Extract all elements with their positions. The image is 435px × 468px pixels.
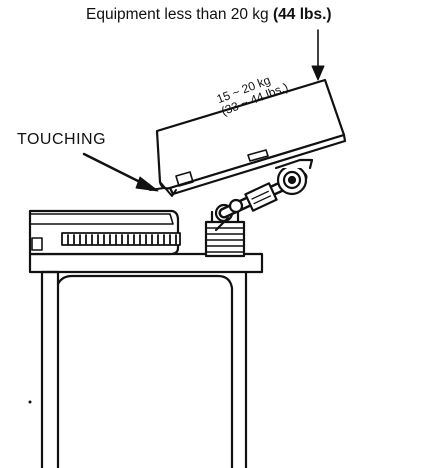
equipment-weight-label: Equipment less than 20 kg (44 lbs.) bbox=[86, 6, 332, 24]
support-arm bbox=[214, 158, 314, 232]
vent-slots bbox=[61, 232, 181, 246]
base-equipment bbox=[28, 209, 181, 256]
touching-label: TOUCHING bbox=[17, 131, 107, 148]
arrow-equipment bbox=[311, 29, 325, 81]
arrow-touching bbox=[82, 152, 159, 192]
tilted-equipment bbox=[149, 78, 347, 197]
stand bbox=[28, 252, 264, 468]
equipment-lbs: (44 lbs.) bbox=[272, 6, 332, 23]
stray-dot bbox=[28, 400, 32, 404]
equipment-text: Equipment less than 20 kg bbox=[86, 6, 269, 23]
